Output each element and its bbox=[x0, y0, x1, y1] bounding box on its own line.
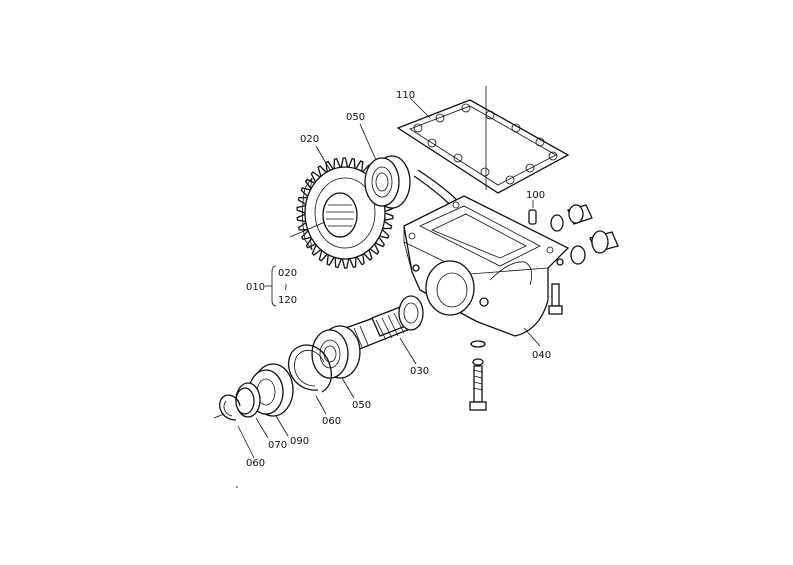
leader-020 bbox=[315, 145, 331, 171]
label-110: 110 bbox=[396, 90, 415, 101]
label-050-top: 050 bbox=[346, 112, 365, 123]
bearing-050-top bbox=[364, 155, 411, 209]
range-mark: ≀ bbox=[284, 282, 288, 293]
circlip-080 bbox=[213, 394, 255, 459]
gasket-110 bbox=[396, 86, 570, 250]
shaft-030 bbox=[339, 295, 424, 365]
washer-070 bbox=[235, 382, 269, 439]
label-010: 010 bbox=[246, 282, 265, 293]
label-060-ring: 060 bbox=[322, 416, 341, 427]
assembly-group-010: 010 020 ≀ 120 bbox=[246, 265, 297, 307]
pin-100 bbox=[528, 200, 537, 225]
leader-110 bbox=[409, 97, 431, 119]
label-040: 040 bbox=[532, 350, 551, 361]
bolt-vertical bbox=[469, 340, 487, 411]
bearing-050-bottom bbox=[311, 325, 361, 399]
bolt-side bbox=[548, 283, 563, 315]
plug-upper bbox=[550, 204, 593, 232]
label-100: 100 bbox=[526, 190, 545, 201]
label-050-bottom: 050 bbox=[352, 400, 371, 411]
plug-lower bbox=[570, 230, 619, 265]
label-060-bottom: 060 bbox=[246, 458, 265, 469]
label-020: 020 bbox=[300, 134, 319, 145]
oil-seal-090 bbox=[248, 363, 294, 437]
label-090: 090 bbox=[290, 436, 309, 447]
label-120-group: 120 bbox=[278, 295, 297, 306]
speck bbox=[236, 486, 238, 488]
leader-050-top bbox=[359, 123, 377, 161]
housing-040 bbox=[403, 195, 570, 347]
label-030: 030 bbox=[410, 366, 429, 377]
label-020-group: 020 bbox=[278, 268, 297, 279]
label-070: 070 bbox=[268, 440, 287, 451]
snap-ring-060 bbox=[287, 344, 333, 415]
